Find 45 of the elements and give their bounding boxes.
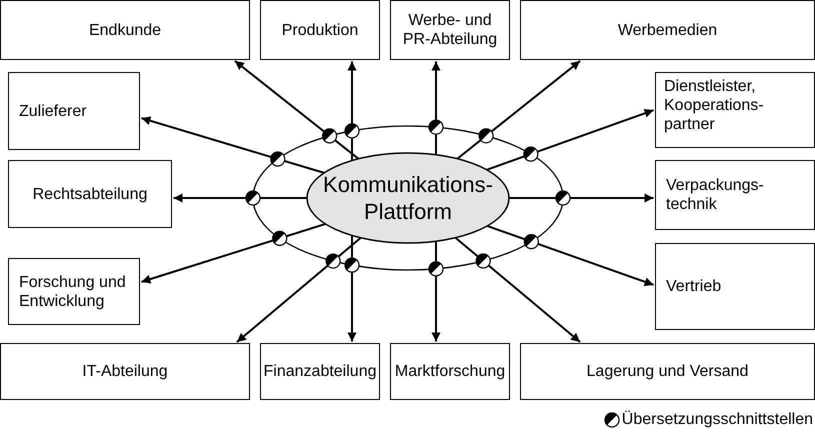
department-box: [390, 0, 510, 60]
department-label: IT-Abteilung: [82, 362, 168, 381]
department-box: [390, 343, 510, 400]
department-box: [8, 258, 140, 325]
department-box: [520, 0, 815, 60]
department-label: Verpackungs- technik: [666, 176, 765, 214]
department-box: [655, 243, 815, 330]
arrow: [509, 194, 654, 202]
arrow: [432, 62, 440, 155]
arrow: [432, 241, 440, 342]
department-label: Endkunde: [88, 20, 162, 40]
department-box: [520, 343, 815, 400]
arrow: [174, 194, 307, 202]
arrow: [486, 225, 654, 286]
legend-label: Übersetzungsschnittstellen: [622, 411, 813, 429]
arrow: [348, 62, 356, 161]
department-label: Finanzabteilung: [264, 362, 376, 381]
arrow: [141, 223, 326, 284]
department-label: Forschung und Entwicklung: [19, 272, 127, 310]
arrow: [456, 60, 581, 160]
arrow: [234, 60, 360, 160]
platform-label: Kommunikations- Plattform: [322, 171, 494, 225]
department-label: Produktion: [282, 20, 358, 40]
arrow: [348, 235, 356, 342]
department-label: Werbemedien: [618, 20, 718, 40]
department-box: [655, 160, 815, 230]
arrow: [141, 116, 324, 174]
department-label: Zulieferer: [19, 102, 87, 120]
department-box: [260, 0, 380, 60]
department-label: Lagerung und Versand: [586, 362, 748, 381]
department-box: [655, 72, 815, 148]
department-label: Vertrieb: [666, 277, 722, 296]
arrow: [454, 236, 581, 343]
platform-ellipse: [306, 152, 510, 244]
department-box: [260, 343, 380, 400]
department-box: [0, 343, 250, 400]
department-label: Werbe- und PR-Abteilung: [402, 11, 498, 49]
department-label: Dienstleister, Kooperations- partner: [664, 77, 765, 134]
department-label: Marktforschung: [394, 362, 506, 381]
arrow: [486, 108, 654, 171]
department-label: Rechtsabteilung: [32, 184, 148, 204]
arrow: [236, 237, 362, 343]
department-box: [8, 160, 172, 228]
department-box: [0, 0, 250, 60]
department-box: [8, 72, 140, 150]
